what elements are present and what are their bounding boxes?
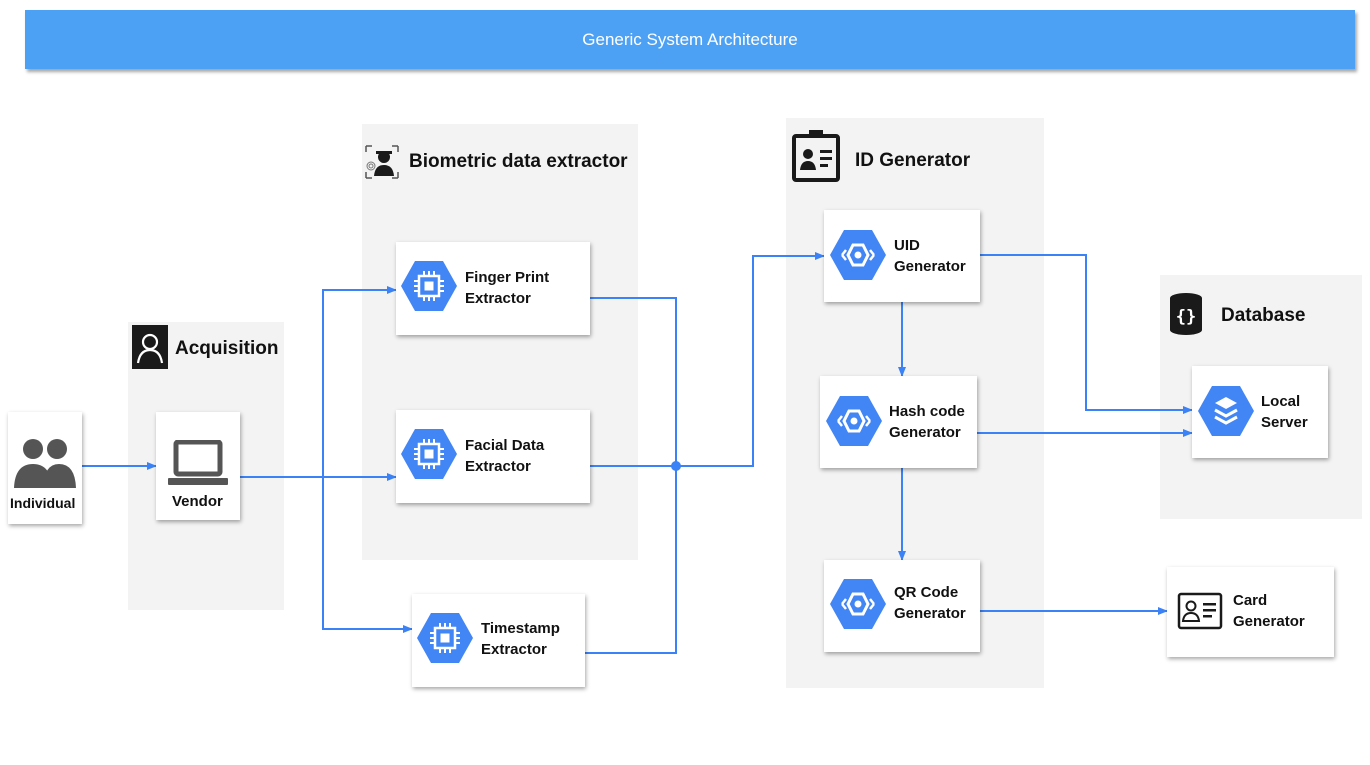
node-hash-code-generator[interactable]: Hash code Generator [820, 376, 977, 468]
label-facial-data-extractor: Facial Data Extractor [465, 437, 545, 475]
api-endpoint-icon [829, 226, 887, 284]
label-hash-code-generator: Hash code Generator [889, 403, 965, 441]
storage-stack-icon [1197, 382, 1255, 440]
edge-vendor-finger [322, 286, 397, 477]
edge-vendor-timestamp [322, 477, 413, 633]
node-vendor[interactable]: Vendor [156, 412, 240, 520]
id-badge-icon [792, 130, 840, 182]
label-finger-print-extractor: Finger Print Extractor [465, 269, 550, 307]
laptop-icon [166, 439, 230, 490]
title-banner: Generic System Architecture [25, 10, 1355, 69]
label-card-generator: Card Generator [1233, 592, 1305, 630]
label-vendor: Vendor [172, 493, 223, 510]
people-icon [13, 438, 77, 488]
label-timestamp-extractor: Timestamp Extractor [481, 620, 560, 658]
node-individual[interactable]: Individual [8, 412, 82, 524]
group-title-id-generator: ID Generator [855, 150, 971, 171]
database-braces-icon: {} [1169, 292, 1203, 336]
compute-engine-icon [416, 609, 474, 667]
edge-junction-uid [676, 252, 825, 467]
edge-uid-server [980, 254, 1193, 414]
label-individual: Individual [10, 495, 76, 511]
id-card-icon [1177, 591, 1223, 631]
compute-engine-icon [400, 257, 458, 315]
junction-dot [671, 461, 681, 471]
group-title-acquisition: Acquisition [175, 338, 279, 359]
diagram-title: Generic System Architecture [582, 29, 798, 49]
label-local-server: Local Server [1261, 393, 1308, 431]
label-uid-generator: UID Generator [894, 237, 966, 275]
node-qr-code-generator[interactable]: QR Code Generator [824, 560, 980, 652]
edge-timestamp-junction [585, 466, 677, 654]
node-facial-data-extractor[interactable]: Facial Data Extractor [396, 410, 590, 503]
api-endpoint-icon [825, 392, 883, 450]
svg-text:{}: {} [1176, 307, 1196, 327]
node-timestamp-extractor[interactable]: Timestamp Extractor [412, 594, 585, 687]
compute-engine-icon [400, 425, 458, 483]
node-card-generator[interactable]: Card Generator [1167, 567, 1334, 657]
label-qr-code-generator: QR Code Generator [894, 584, 966, 622]
api-endpoint-icon [829, 575, 887, 633]
node-local-server[interactable]: Local Server [1192, 366, 1328, 458]
node-finger-print-extractor[interactable]: Finger Print Extractor [396, 242, 590, 335]
biometric-user-icon [362, 142, 402, 182]
node-uid-generator[interactable]: UID Generator [824, 210, 980, 302]
group-title-biometric: Biometric data extractor [409, 151, 628, 172]
group-title-database: Database [1221, 305, 1306, 326]
person-outline-icon [132, 325, 168, 369]
edge-finger-junction [590, 297, 677, 466]
